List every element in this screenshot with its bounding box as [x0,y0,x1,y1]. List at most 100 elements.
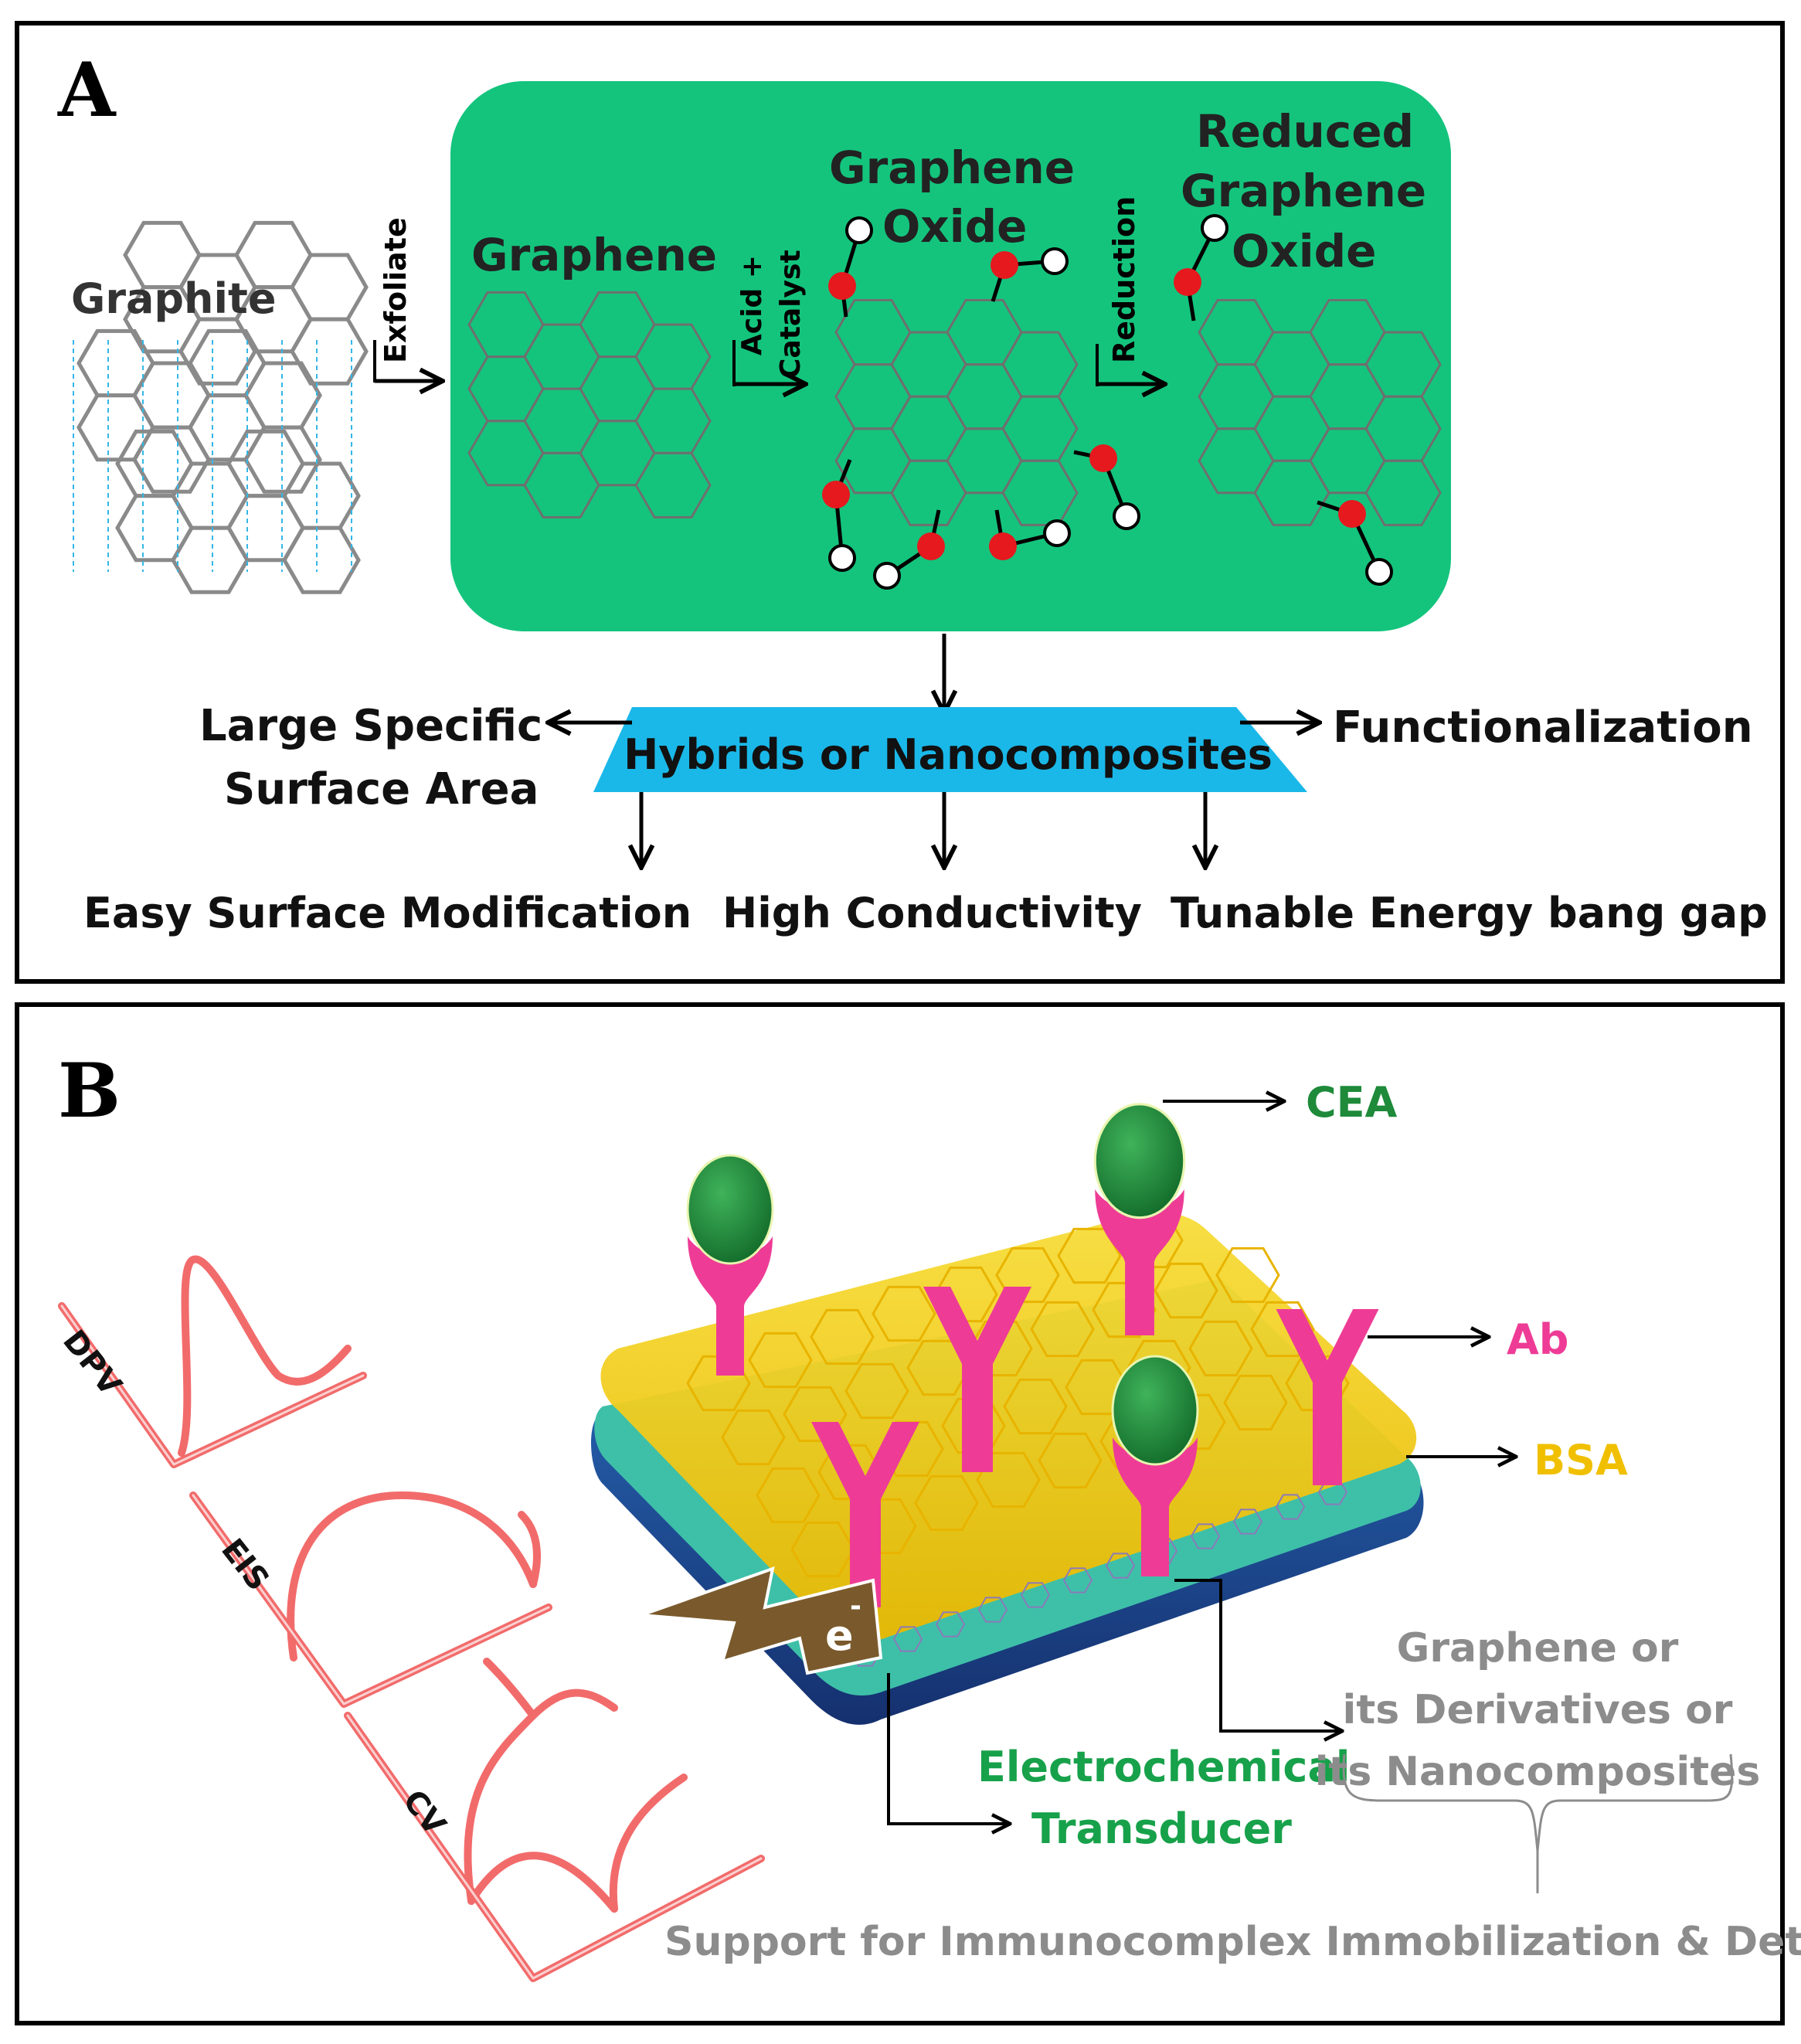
graphene-derivatives-label-line2: its Derivatives or [1343,1687,1733,1733]
oxygen-atom [1089,444,1117,472]
hex-cell [290,317,369,386]
bsa-hex [790,1521,855,1578]
bsa-hex [995,1246,1060,1304]
graphene-oxide-label-line1: Graphene [829,141,1075,194]
dpv-peak [178,1255,352,1457]
hydrogen-atom [1043,519,1071,547]
hybrids-label: Hybrids or Nanocomposites [624,730,1273,779]
cv-loop-return [609,1774,688,1913]
oxygen-atom [1174,268,1201,296]
antibody [811,1422,919,1607]
rgo-label-line3: Oxide [1232,225,1376,277]
bsa-hex [756,1467,821,1524]
edge-hex [1062,1567,1093,1593]
antibody [923,1287,1031,1472]
exfoliate-label: Exfoliate [379,217,413,363]
graphene-lattice [467,291,712,519]
oxygen-atom [1338,500,1366,528]
antibody-y [923,1287,1031,1472]
antibody-y [811,1422,919,1607]
support-label: Support for Immunocomplex Immobilization… [664,1919,1801,1965]
antibody-cup [688,1236,773,1376]
bsa-hex [1003,1378,1068,1435]
bsa-hex [1188,1320,1253,1377]
hydrogen-atom [1365,558,1393,586]
hydrogen-atom [1113,502,1140,530]
transducer-label-line2: Transducer [1031,1804,1292,1853]
antibody-cup [1095,1189,1184,1335]
bsa-hex [1250,1301,1315,1358]
graphite-stack [73,220,369,594]
bsa-hex [1223,1374,1288,1431]
reduction-arrow [1096,344,1163,386]
panel-b-letter: B [58,1047,121,1134]
graphene-oxide-label-line2: Oxide [882,200,1027,253]
oxygen-atom [917,532,945,560]
cv-loop-start [483,1658,537,1719]
graphene-pointer [1174,1579,1341,1731]
oxygen-atom [822,481,850,508]
antibody [1276,1309,1379,1485]
panel-a-letter: A [57,46,117,134]
graphene-family-box [450,81,1451,631]
bsa-hex [1038,1432,1103,1489]
rgo-label-line1: Reduced [1196,105,1414,158]
rgo-label-line2: Graphene [1181,165,1426,217]
hydrogen-atom [1041,247,1069,275]
rgo-lattice [1198,298,1442,526]
bsa-hex [844,1362,909,1420]
graphene-oxide-hydroxyl-groups [822,216,1140,590]
hydrogen-atom [873,562,901,590]
eis-tail [518,1511,541,1588]
hydrogen-atom [828,544,856,572]
surface-modification-label: Easy Surface Modification [83,889,692,937]
bsa-hex [976,1451,1041,1508]
bsa-label: BSA [1534,1436,1628,1485]
oxygen-atom [991,251,1018,279]
antibody-cup [1113,1437,1198,1576]
hybrids-banner [593,707,1307,792]
functionalization-label: Functionalization [1333,702,1753,753]
oxidation-arrow [732,340,804,386]
antibody-set [686,1103,1379,1607]
panel-a: A Graphite Exfoliate Graphene Acid + Cat… [15,21,1785,984]
edge-hex [1190,1523,1221,1549]
transducer-pointer [887,1673,1008,1824]
bsa-hex [1030,1301,1095,1358]
hex-cell [1364,459,1442,526]
acid-label: Acid + [736,255,768,355]
graphene-label: Graphene [471,229,717,281]
bsa-hex [721,1409,786,1466]
cea-label: CEA [1306,1078,1398,1127]
bsa-hex [872,1285,936,1342]
electron-transfer-bolt [641,1566,883,1675]
graphite-label: Graphite [71,274,276,323]
bsa-hex [810,1308,875,1366]
bsa-hex [1215,1246,1280,1304]
catalyst-label: Catalyst [775,250,807,379]
antibody-with-cea [1111,1355,1199,1576]
rgo-hydroxyl-groups [1174,214,1393,586]
signal-ribbons [58,1255,765,1982]
conductivity-label: High Conductivity [722,889,1142,937]
electron-charge: - [850,1590,861,1622]
grouping-brace [1342,1753,1734,1852]
oxygen-atom [828,272,856,300]
cv-loop-lower [467,1852,618,1913]
cea-antigen [1111,1355,1199,1466]
hex-cell [282,525,361,594]
edge-hex [1232,1508,1263,1535]
edge-hex [977,1597,1008,1623]
graphene-derivatives-label-line3: its Nanocomposites [1315,1749,1761,1795]
reduction-label: Reduction [1107,196,1141,363]
edge-hex [1020,1582,1051,1608]
hydrogen-atom [1201,214,1228,242]
antibody-with-cea [1093,1103,1186,1335]
oxygen-atom [989,532,1017,560]
panel-b: B DPV EIS CV [15,1002,1801,2025]
edge-hex [935,1611,966,1638]
edge-hex [1275,1494,1306,1520]
transducer-label-line1: Electrochemical [977,1743,1350,1791]
bsa-layer [600,1212,1417,1642]
